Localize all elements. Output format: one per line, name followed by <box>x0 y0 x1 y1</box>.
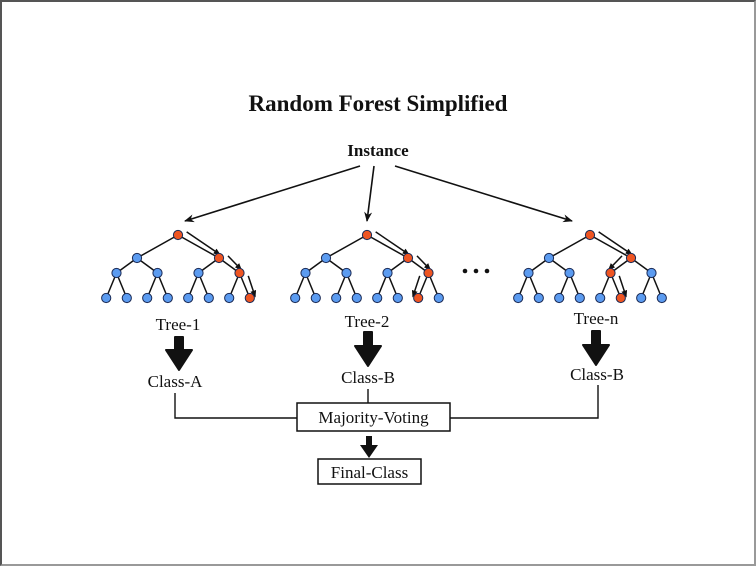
tree-node <box>101 292 112 304</box>
tree-2-label: Tree-2 <box>345 312 390 331</box>
tree-node <box>300 267 311 279</box>
tree-edge <box>325 234 368 259</box>
tree-node <box>152 267 163 279</box>
tree-node <box>372 292 383 304</box>
tree-node-selected <box>413 292 424 304</box>
decision-path-arrow <box>247 275 257 298</box>
tree-node <box>193 267 204 279</box>
final-class-box: Final-Class <box>317 458 422 485</box>
tree-node <box>533 292 544 304</box>
ellipsis-dots <box>462 268 490 274</box>
tree-1-label: Tree-1 <box>156 315 201 334</box>
tree-node <box>320 252 332 264</box>
tree-node-selected <box>172 229 184 241</box>
tree-node-selected <box>584 229 596 241</box>
tree-2-output-arrow <box>354 331 382 367</box>
decision-tree-2 <box>290 229 444 304</box>
tree-node-selected <box>423 267 434 279</box>
decision-path-arrow <box>411 275 421 298</box>
tree-1-output-arrow <box>165 336 193 371</box>
majority-voting-box: Majority-Voting <box>296 402 451 432</box>
tree-node-selected <box>615 292 626 304</box>
tree-edge <box>177 234 220 259</box>
tree-node <box>121 292 132 304</box>
tree-node <box>564 267 575 279</box>
tree-node <box>554 292 565 304</box>
tree-n-class-label: Class-B <box>570 365 624 384</box>
final-class-label: Final-Class <box>331 463 408 482</box>
tree-node <box>543 252 555 264</box>
tree-node <box>574 292 585 304</box>
tree-n-output-arrow <box>582 330 610 366</box>
tree-node <box>595 292 606 304</box>
tree-node-selected <box>234 267 245 279</box>
tree-edge <box>589 234 632 259</box>
decision-path-arrow <box>227 255 242 271</box>
tree-node <box>203 292 214 304</box>
tree-node <box>341 267 352 279</box>
tree-node <box>224 292 235 304</box>
vote-connector-lines <box>174 385 599 419</box>
tree-edge <box>136 234 179 259</box>
tree-node-selected <box>605 267 616 279</box>
tree-node <box>636 292 647 304</box>
decision-path-arrow <box>416 255 431 271</box>
decision-tree-1 <box>101 229 257 304</box>
tree-node <box>433 292 444 304</box>
tree-node <box>310 292 321 304</box>
tree-node-selected <box>625 252 637 264</box>
decision-tree-3 <box>513 229 667 304</box>
tree-node-selected <box>361 229 373 241</box>
tree-edge <box>366 234 409 259</box>
diagram-title: Random Forest Simplified <box>249 91 508 116</box>
tree-2-class-label: Class-B <box>341 368 395 387</box>
tree-n-label: Tree-n <box>574 309 619 328</box>
tree-node <box>351 292 362 304</box>
decision-path-arrow <box>618 275 628 298</box>
tree-1-class-label: Class-A <box>148 372 204 391</box>
tree-node <box>513 292 524 304</box>
tree-node <box>290 292 301 304</box>
tree-node <box>331 292 342 304</box>
instance-label: Instance <box>347 141 409 160</box>
instance-arrow-tree-2 <box>364 165 375 222</box>
tree-node <box>392 292 403 304</box>
tree-node <box>382 267 393 279</box>
tree-node <box>131 252 143 264</box>
tree-node <box>656 292 667 304</box>
tree-node-selected <box>213 252 225 264</box>
instance-arrow-tree-n <box>394 165 573 223</box>
tree-node <box>646 267 657 279</box>
tree-node <box>523 267 534 279</box>
final-class-arrow <box>360 436 378 458</box>
tree-node-selected <box>244 292 255 304</box>
tree-node <box>162 292 173 304</box>
trees-group <box>101 229 667 304</box>
decision-path-arrow <box>598 231 633 256</box>
decision-path-arrow <box>375 231 410 256</box>
decision-path-arrow <box>608 255 623 271</box>
instance-arrow-tree-1 <box>184 165 361 223</box>
tree-node-selected <box>402 252 414 264</box>
majority-voting-label: Majority-Voting <box>318 408 429 427</box>
tree-node <box>183 292 194 304</box>
tree-edge <box>548 234 591 259</box>
tree-node <box>111 267 122 279</box>
decision-path-arrow <box>186 231 221 256</box>
tree-node <box>142 292 153 304</box>
